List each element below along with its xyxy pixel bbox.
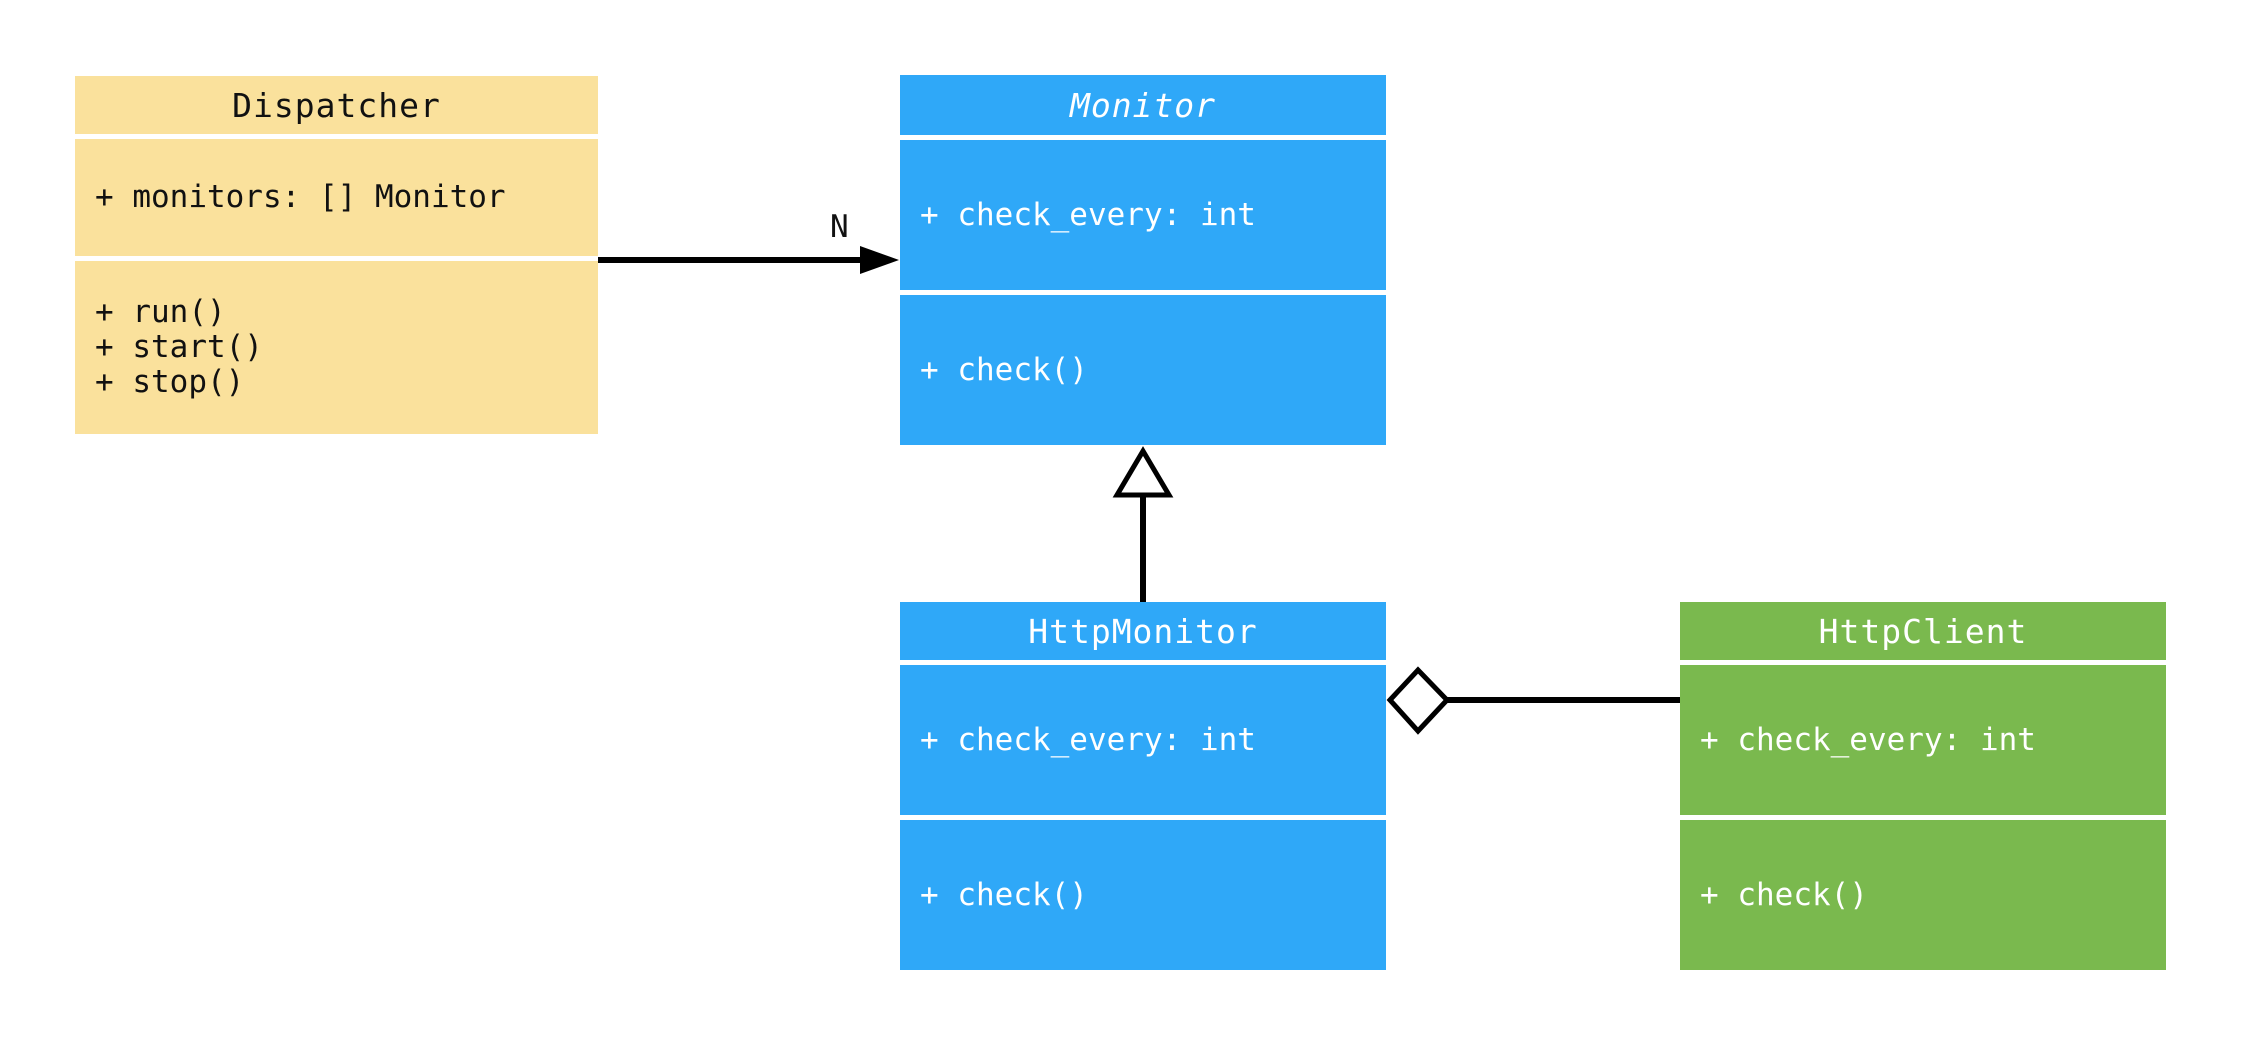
class-httpclient-title: HttpClient xyxy=(1680,602,2166,660)
class-name: Monitor xyxy=(1069,85,1217,125)
class-name: HttpMonitor xyxy=(1028,611,1258,651)
inheritance-arrow xyxy=(1112,446,1174,602)
attribute: + check_every: int xyxy=(920,196,1256,233)
method: + check() xyxy=(1700,876,1868,913)
class-httpclient-attributes: + check_every: int xyxy=(1680,665,2166,815)
class-httpclient-methods: + check() xyxy=(1680,820,2166,970)
class-dispatcher: Dispatcher + monitors: [] Monitor + run(… xyxy=(75,76,598,434)
class-httpmonitor-attributes: + check_every: int xyxy=(900,665,1386,815)
class-httpclient: HttpClient + check_every: int + check() xyxy=(1680,602,2166,970)
method: + check() xyxy=(920,876,1088,913)
method: + stop() xyxy=(95,364,245,400)
method: + check() xyxy=(920,351,1088,388)
method: + start() xyxy=(95,329,263,365)
multiplicity-label: N xyxy=(830,209,849,245)
aggregation-diamond xyxy=(1386,666,1680,735)
class-httpmonitor-methods: + check() xyxy=(900,820,1386,970)
attribute: + check_every: int xyxy=(1700,721,2036,758)
class-monitor: Monitor + check_every: int + check() xyxy=(900,75,1386,445)
method: + run() xyxy=(95,294,226,330)
class-dispatcher-title: Dispatcher xyxy=(75,76,598,134)
class-monitor-attributes: + check_every: int xyxy=(900,140,1386,290)
attribute: + monitors: [] Monitor xyxy=(95,179,506,215)
association-arrow xyxy=(598,246,899,274)
class-httpmonitor: HttpMonitor + check_every: int + check() xyxy=(900,602,1386,970)
class-dispatcher-attributes: + monitors: [] Monitor xyxy=(75,139,598,256)
class-monitor-title: Monitor xyxy=(900,75,1386,135)
class-httpmonitor-title: HttpMonitor xyxy=(900,602,1386,660)
class-name: Dispatcher xyxy=(232,85,441,125)
class-name: HttpClient xyxy=(1818,611,2028,651)
class-monitor-methods: + check() xyxy=(900,295,1386,445)
attribute: + check_every: int xyxy=(920,721,1256,758)
class-dispatcher-methods: + run() + start() + stop() xyxy=(75,261,598,434)
